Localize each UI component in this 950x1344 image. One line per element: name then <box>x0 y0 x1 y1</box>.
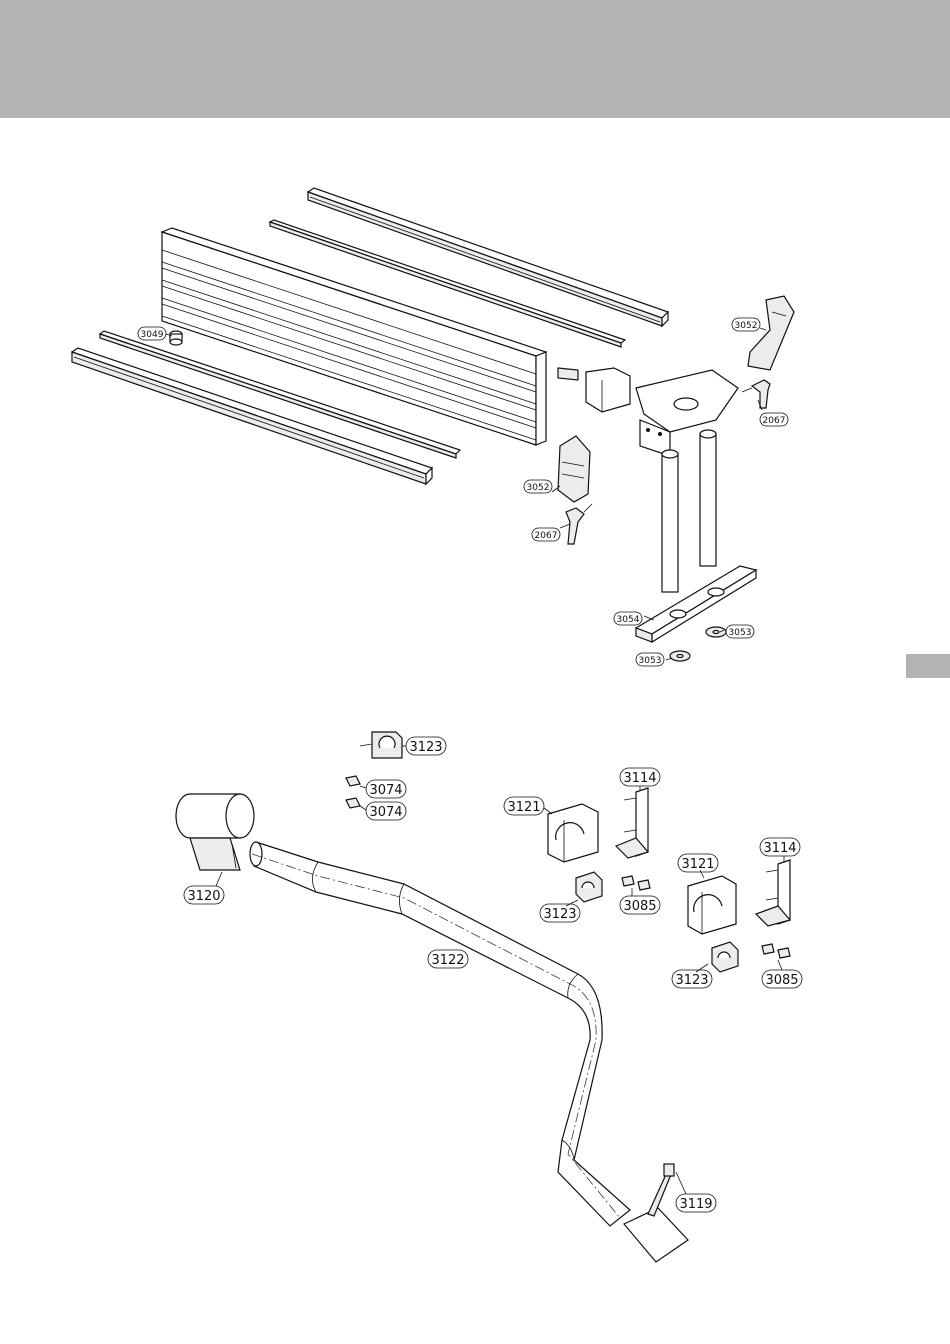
pipe-holder-3123-middle <box>576 872 602 902</box>
svg-text:3052: 3052 <box>735 321 758 331</box>
connector-block <box>558 368 630 412</box>
callout-3114-left: 3114 <box>620 768 660 786</box>
duct-adapter-3120 <box>176 794 254 870</box>
callout-3123-right: 3123 <box>672 970 712 988</box>
callout-3074-b: 3074 <box>366 802 406 820</box>
svg-text:3053: 3053 <box>729 628 752 638</box>
pipe-holder-3121-left <box>548 804 598 862</box>
svg-text:2067: 2067 <box>535 531 558 541</box>
callout-2067-lower: 2067 <box>532 528 560 541</box>
svg-text:3074: 3074 <box>369 805 402 820</box>
callout-3052-lower: 3052 <box>524 480 552 493</box>
svg-text:3053: 3053 <box>639 656 662 666</box>
svg-text:3054: 3054 <box>617 615 640 625</box>
slot-nut-3074-a <box>346 776 360 786</box>
svg-text:3052: 3052 <box>527 483 550 493</box>
svg-text:3122: 3122 <box>431 953 464 968</box>
svg-text:3120: 3120 <box>187 889 220 904</box>
callout-3120: 3120 <box>184 886 224 904</box>
support-block-3052-upper <box>748 296 794 370</box>
callout-3054: 3054 <box>614 612 642 625</box>
svg-text:3114: 3114 <box>763 841 796 856</box>
spacer-3049 <box>170 331 182 345</box>
slot-nut-3085-right <box>762 944 790 958</box>
callout-3121-right: 3121 <box>678 854 718 872</box>
callout-3121-left: 3121 <box>504 797 544 815</box>
angle-bracket-3114-left <box>616 788 648 858</box>
support-block-3052-lower <box>558 436 590 502</box>
callout-3074-a: 3074 <box>366 780 406 798</box>
svg-text:3074: 3074 <box>369 783 402 798</box>
callout-3085-left: 3085 <box>620 896 660 914</box>
slot-nut-3085-left <box>622 876 650 890</box>
angle-bracket-3114-right <box>756 860 790 926</box>
callout-2067-upper: 2067 <box>760 413 788 426</box>
pipe-holder-3123-right <box>712 942 738 972</box>
svg-text:3123: 3123 <box>675 973 708 988</box>
washer-3053-right <box>706 627 726 637</box>
callout-3122: 3122 <box>428 950 468 968</box>
callout-3119: 3119 <box>676 1194 716 1212</box>
svg-text:3114: 3114 <box>623 771 656 786</box>
callout-3053-right: 3053 <box>726 625 754 638</box>
callout-3052-upper: 3052 <box>732 318 760 331</box>
svg-text:3085: 3085 <box>765 973 798 988</box>
hose-pipe-3122 <box>250 842 630 1226</box>
slot-nut-3074-b <box>346 798 360 808</box>
svg-text:3085: 3085 <box>623 899 656 914</box>
clamp-handle-2067-upper <box>742 380 770 408</box>
svg-text:3123: 3123 <box>409 740 442 755</box>
svg-text:3049: 3049 <box>141 330 164 340</box>
washer-3053-left <box>670 651 690 661</box>
support-columns <box>662 430 716 592</box>
svg-text:3123: 3123 <box>543 907 576 922</box>
callout-3114-right: 3114 <box>760 838 800 856</box>
svg-text:3121: 3121 <box>681 857 714 872</box>
callout-3123-middle: 3123 <box>540 904 580 922</box>
pipe-holder-3121-right <box>688 876 736 934</box>
svg-text:2067: 2067 <box>763 416 786 426</box>
callout-3049: 3049 <box>138 327 166 340</box>
callout-3053-left: 3053 <box>636 653 664 666</box>
svg-text:3121: 3121 <box>507 800 540 815</box>
callout-3123-top: 3123 <box>406 737 446 755</box>
svg-text:3119: 3119 <box>679 1197 712 1212</box>
end-fitting-3119 <box>624 1164 688 1262</box>
pipe-holder-3123-top <box>360 732 402 758</box>
callouts-lower: 3123 3074 3074 3114 3121 3120 3123 3085 <box>184 737 802 1212</box>
mounting-bracket <box>636 370 738 456</box>
callout-3085-right: 3085 <box>762 970 802 988</box>
